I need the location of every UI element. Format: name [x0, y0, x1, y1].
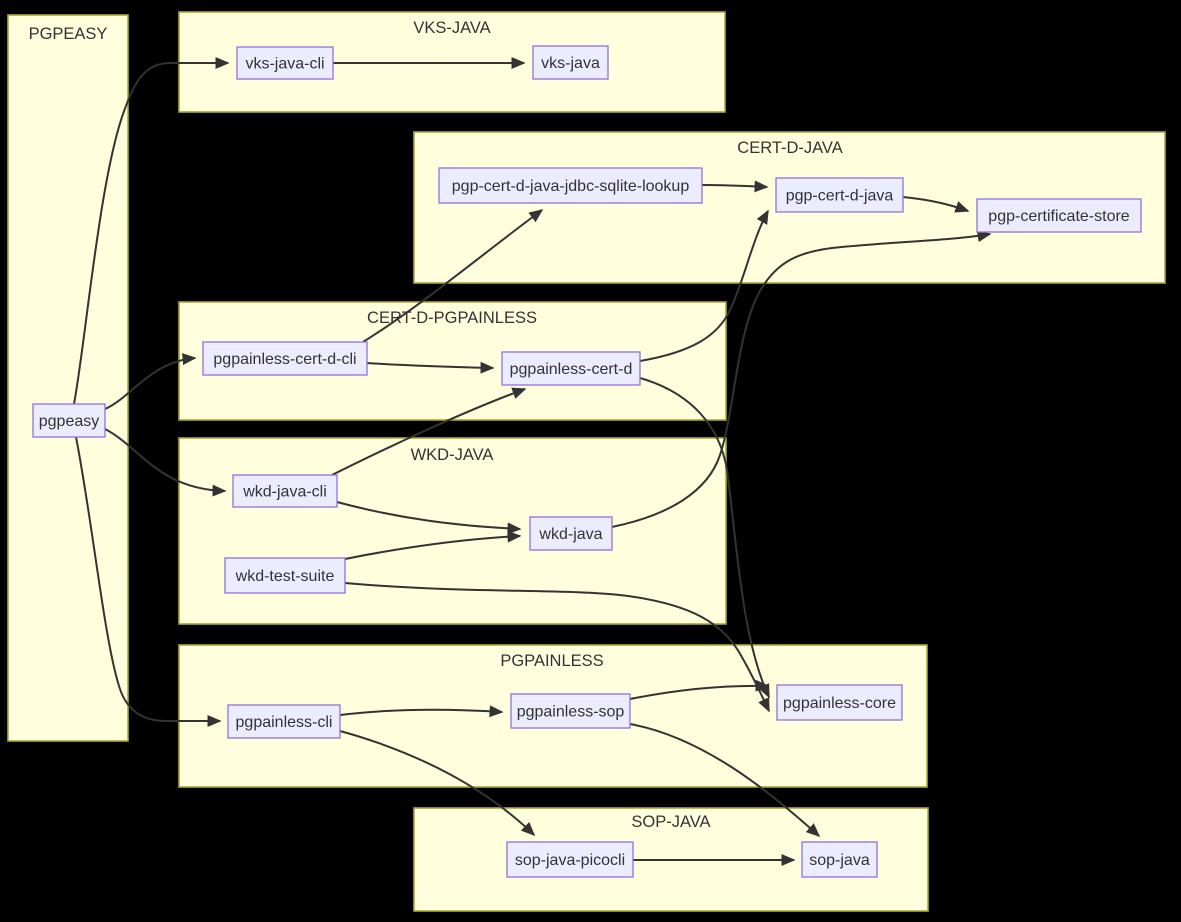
node-vks-java-box [532, 45, 609, 80]
edge-pgpeasy-to-pgpainless-cli [75, 436, 222, 727]
edge-pgpeasy-to-pgpainless-cert-d-cli [104, 353, 197, 410]
node-pgpainless-sop: pgpainless-sop [510, 693, 631, 729]
node-wkd-java-cli-label: wkd-java-cli [242, 484, 327, 501]
edge-pgpainless-cert-d-cli-to-jdbc-sqlite-lookup [362, 209, 544, 343]
node-sop-java-picocli-label: sop-java-picocli [515, 852, 625, 869]
node-pgp-cert-d-java-label: pgp-cert-d-java [786, 188, 894, 205]
subgraph-wkd-java-title: WKD-JAVA [411, 446, 494, 464]
subgraph-pgpeasy-title: PGPEASY [29, 25, 108, 43]
edge-pgpainless-cli-to-pgpainless-sop [339, 705, 504, 718]
node-pgp-certificate-store-box [976, 198, 1142, 233]
node-pgp-certificate-store-label: pgp-certificate-store [988, 208, 1129, 225]
node-sop-java-box [801, 841, 878, 878]
node-pgpainless-cert-d-label: pgpainless-cert-d [510, 361, 633, 378]
node-wkd-test-suite-label: wkd-test-suite [235, 568, 335, 585]
node-vks-java: vks-java [532, 45, 609, 80]
node-pgpainless-cert-d: pgpainless-cert-d [501, 351, 641, 386]
subgraph-pgpeasy-box [7, 14, 129, 742]
edge-pgpainless-cert-d-to-pgpainless-core [639, 377, 770, 699]
subgraph-pgpainless-title: PGPAINLESS [500, 652, 603, 670]
node-pgpeasy-label: pgpeasy [39, 413, 100, 430]
node-pgp-certificate-store: pgp-certificate-store [976, 198, 1142, 233]
edge-wkd-test-suite-to-pgpainless-core [344, 582, 770, 713]
node-wkd-java-cli: wkd-java-cli [232, 474, 338, 508]
node-vks-java-cli-box [236, 46, 334, 80]
node-pgpainless-sop-box [510, 693, 631, 729]
edge-pgpainless-cert-d-to-pgp-cert-d-java [639, 209, 769, 362]
subgraph-vks-java-title: VKS-JAVA [413, 19, 490, 37]
edge-pgpainless-cert-d-cli-to-pgpainless-cert-d [366, 361, 495, 374]
edge-pgpeasy-to-vks-java-cli [73, 57, 230, 405]
subgraph-cert-d-pgpainless-title: CERT-D-PGPAINLESS [367, 309, 537, 327]
edge-jdbc-sqlite-lookup-to-pgp-cert-d-java [701, 180, 769, 193]
node-vks-java-cli-label: vks-java-cli [245, 56, 324, 73]
subgraph-wkd-java: WKD-JAVA [178, 437, 727, 625]
node-pgpainless-cert-d-cli-label: pgpainless-cert-d-cli [213, 351, 356, 368]
node-pgpainless-core-label: pgpainless-core [783, 695, 896, 712]
subgraph-cert-d-java-title: CERT-D-JAVA [737, 139, 842, 157]
node-pgpainless-core: pgpainless-core [776, 684, 903, 721]
edge-pgpainless-cli-to-sop-java-picocli [339, 730, 536, 837]
node-pgpainless-cli-box [227, 704, 341, 739]
subgraph-sop-java-title: SOP-JAVA [631, 813, 710, 831]
node-wkd-test-suite-box [224, 557, 346, 594]
node-sop-java-picocli: sop-java-picocli [506, 841, 634, 878]
node-pgp-cert-d-java: pgp-cert-d-java [775, 177, 904, 213]
node-sop-java: sop-java [801, 841, 878, 878]
edge-wkd-java-cli-to-wkd-java [336, 501, 522, 535]
node-pgpainless-cert-d-cli-box [202, 341, 368, 376]
node-pgpainless-cert-d-cli: pgpainless-cert-d-cli [202, 341, 368, 376]
node-pgpainless-core-box [776, 684, 903, 721]
edge-pgp-cert-d-java-to-pgp-certificate-store [902, 196, 970, 213]
node-pgp-cert-d-java-jdbc-sqlite-lookup-label: pgp-cert-d-java-jdbc-sqlite-lookup [452, 178, 690, 195]
node-wkd-java-cli-box [232, 474, 338, 508]
node-pgpainless-cli: pgpainless-cli [227, 704, 341, 739]
subgraph-pgpeasy: PGPEASY [7, 14, 129, 742]
edge-wkd-test-suite-to-wkd-java [344, 530, 522, 560]
node-wkd-java-label: wkd-java [538, 526, 602, 543]
node-wkd-test-suite: wkd-test-suite [224, 557, 346, 594]
node-pgpeasy-box [32, 403, 106, 438]
edge-pgpainless-sop-to-pgpainless-core [629, 679, 770, 700]
node-pgp-cert-d-java-jdbc-sqlite-lookup-box [438, 167, 703, 204]
subgraph-wkd-java-box [178, 437, 727, 625]
node-pgpainless-cert-d-box [501, 351, 641, 386]
node-pgp-cert-d-java-jdbc-sqlite-lookup: pgp-cert-d-java-jdbc-sqlite-lookup [438, 167, 703, 204]
node-wkd-java-box [529, 516, 613, 551]
edge-pgpeasy-to-wkd-java-cli [104, 428, 227, 497]
node-pgpainless-cli-label: pgpainless-cli [236, 714, 333, 731]
edge-pgpainless-sop-to-sop-java [629, 723, 821, 838]
node-sop-java-label: sop-java [809, 852, 870, 869]
node-sop-java-picocli-box [506, 841, 634, 878]
edge-wkd-java-cli-to-pgpainless-cert-d [331, 387, 527, 476]
node-vks-java-label: vks-java [541, 55, 600, 72]
node-pgpainless-sop-label: pgpainless-sop [517, 704, 625, 721]
node-pgpeasy: pgpeasy [32, 403, 106, 438]
node-vks-java-cli: vks-java-cli [236, 46, 334, 80]
node-wkd-java: wkd-java [529, 516, 613, 551]
edge-wkd-java-to-pgp-certificate-store [611, 230, 992, 528]
node-pgp-cert-d-java-box [775, 177, 904, 213]
